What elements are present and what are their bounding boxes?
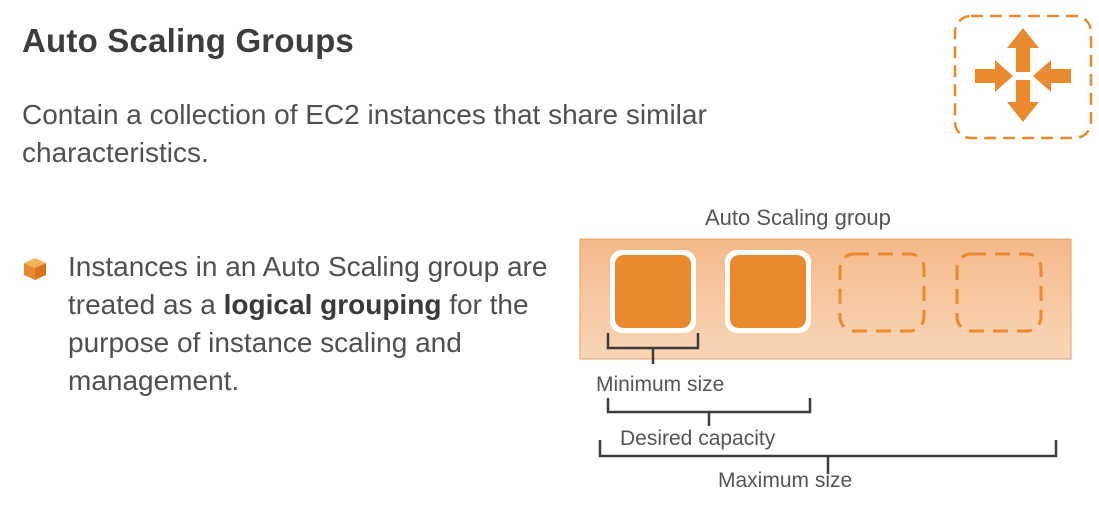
slide-title: Auto Scaling Groups bbox=[22, 22, 354, 59]
maximum-size-bracket bbox=[598, 440, 1058, 474]
auto-scaling-group-label: Auto Scaling group bbox=[705, 205, 891, 230]
instance-placeholder bbox=[955, 252, 1043, 333]
bullet-text-emphasis: logical grouping bbox=[223, 289, 442, 320]
intro-text: Contain a collection of EC2 instances th… bbox=[22, 99, 707, 168]
bullet-text: Instances in an Auto Scaling group are t… bbox=[68, 248, 568, 400]
instance-running bbox=[725, 250, 811, 333]
instance-running bbox=[610, 250, 696, 333]
maximum-size-label: Maximum size bbox=[718, 469, 853, 492]
bullet-item: Instances in an Auto Scaling group are t… bbox=[22, 248, 582, 400]
auto-scaling-arrows-icon bbox=[953, 14, 1093, 140]
desired-capacity-label: Desired capacity bbox=[620, 427, 776, 450]
bullet-text-prefix: Instances in an Auto Scaling group are t… bbox=[68, 251, 548, 320]
minimum-size-label: Minimum size bbox=[596, 373, 725, 396]
minimum-size-bracket bbox=[606, 333, 700, 364]
instance-placeholder bbox=[838, 252, 926, 333]
cube-bullet-icon bbox=[24, 258, 46, 280]
bullet-text-suffix: for the purpose of instance scaling and … bbox=[68, 289, 529, 396]
desired-capacity-bracket bbox=[606, 398, 812, 426]
